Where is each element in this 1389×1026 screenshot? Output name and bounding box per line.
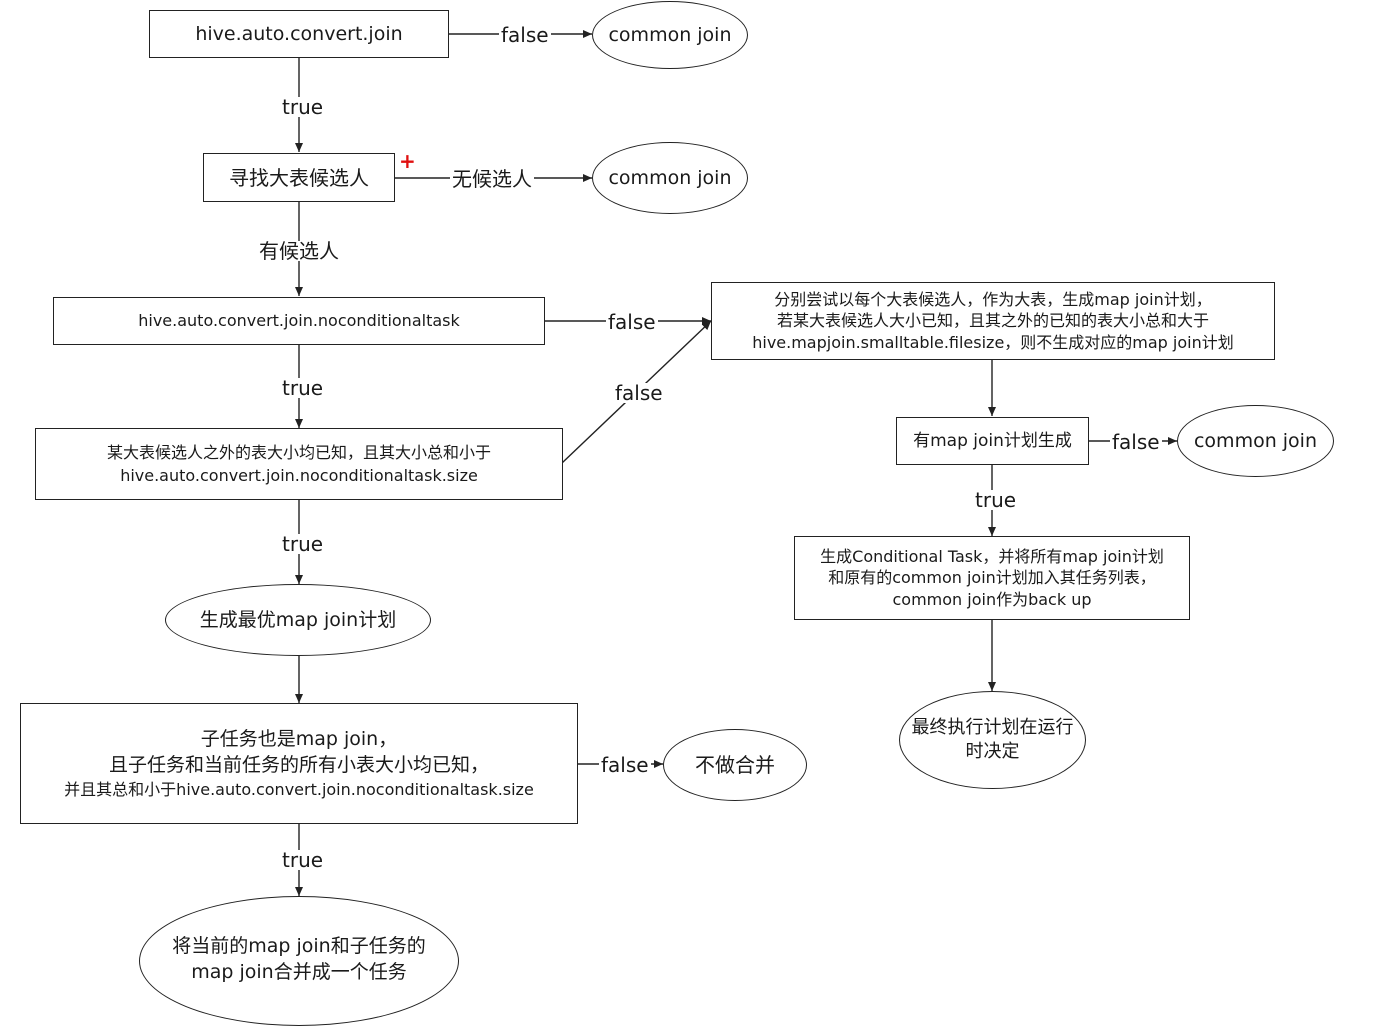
node-best-map-join-plan: 生成最优map join计划 [165,584,431,656]
node-label-line-2: 若某大表候选人大小已知，且其之外的已知的表大小总和大于 [776,311,1209,331]
edge-label-true-5: true [973,488,1019,512]
node-label-line-3: 并且其总和小于hive.auto.convert.join.noconditio… [64,779,534,799]
node-label-line-1: 最终执行计划在运行 [911,717,1074,739]
edge-label-false-3: false [613,381,665,405]
node-common-join-1: common join [592,1,748,69]
edge-label-false-4: false [599,753,651,777]
node-label: common join [608,166,732,189]
node-hive-auto-convert-join: hive.auto.convert.join [149,10,449,58]
node-common-join-2: common join [592,142,748,214]
edge-label-false-5: false [1110,430,1162,454]
node-subtask-check: 子任务也是map join， 且子任务和当前任务的所有小表大小均已知， 并且其总… [20,703,578,824]
node-label: 有map join计划生成 [913,430,1072,451]
node-label-line-1: 生成Conditional Task，并将所有map join计划 [820,547,1164,567]
node-runtime-decision: 最终执行计划在运行 时决定 [899,691,1086,789]
node-label: common join [608,23,732,46]
node-noconditionaltask: hive.auto.convert.join.noconditionaltask [53,297,545,345]
node-label-line-1: 将当前的map join和子任务的 [172,935,426,957]
node-label: 生成最优map join计划 [199,608,397,631]
node-label-line-3: common join作为back up [892,589,1092,609]
node-no-merge: 不做合并 [663,729,807,801]
edge-label-no-candidate: 无候选人 [450,167,534,191]
node-label-line-1: 分别尝试以每个大表候选人，作为大表，生成map join计划， [774,290,1212,310]
edge-label-true-3: true [280,532,326,556]
node-label-line-2: hive.auto.convert.join.noconditionaltask… [120,466,478,485]
node-label-line-1: 某大表候选人之外的表大小均已知，且其大小总和小于 [106,442,491,462]
node-label: hive.auto.convert.join [195,22,403,45]
node-find-big-table-candidate: 寻找大表候选人 [203,153,395,202]
node-label: 不做合并 [695,753,775,777]
node-label: hive.auto.convert.join.noconditionaltask [138,311,460,331]
edge-label-false-2: false [606,310,658,334]
node-label-line-1: 子任务也是map join， [200,728,398,751]
node-try-each-candidate: 分别尝试以每个大表候选人，作为大表，生成map join计划， 若某大表候选人大… [711,282,1275,360]
node-label-line-2: map join合并成一个任务 [191,960,407,983]
edge-label-has-candidate: 有候选人 [257,239,341,263]
node-common-join-3: common join [1177,405,1334,477]
node-size-check: 某大表候选人之外的表大小均已知，且其大小总和小于 hive.auto.conve… [35,428,563,500]
add-marker-icon: + [399,149,416,173]
node-conditional-task: 生成Conditional Task，并将所有map join计划 和原有的co… [794,536,1190,620]
edge-label-true-2: true [280,376,326,400]
node-label: common join [1193,429,1318,452]
node-merge-tasks: 将当前的map join和子任务的 map join合并成一个任务 [139,896,459,1026]
node-label-line-2: 时决定 [965,741,1020,762]
node-has-map-join-plan: 有map join计划生成 [896,417,1089,465]
node-label-line-2: 且子任务和当前任务的所有小表大小均已知， [108,753,489,776]
node-label-line-3: hive.mapjoin.smalltable.filesize，则不生成对应的… [752,332,1234,352]
node-label: 寻找大表候选人 [229,165,369,190]
edge-label-true-1: true [280,95,326,119]
edge-label-true-4: true [280,848,326,872]
node-label-line-2: 和原有的common join计划加入其任务列表， [828,568,1156,588]
edge-label-false-1: false [499,23,551,47]
